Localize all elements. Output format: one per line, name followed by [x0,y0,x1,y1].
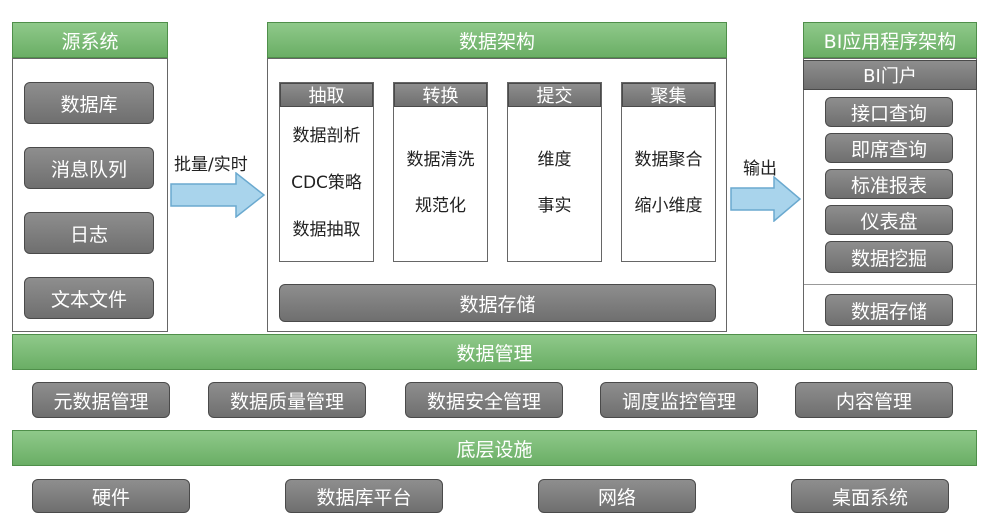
batch-realtime-label: 批量/实时 [174,155,248,175]
management-item-label: 调度监控管理 [621,390,736,413]
data-management-header: 数据管理 [12,334,977,370]
right-arrow-icon [730,176,802,222]
right-arrow-icon [170,172,266,218]
column-item: 维度 [537,150,572,170]
bi-item-label: 标准报表 [850,174,927,197]
data-architecture-title: 数据架构 [458,30,535,53]
source-item-text-file[interactable]: 文本文件 [24,277,154,319]
column-head-label: 转换 [422,86,459,107]
column-item: 规范化 [415,196,466,216]
column-item: 数据抽取 [292,220,361,240]
extract-column: 抽取 数据剖析 CDC策略 数据抽取 [279,82,374,262]
architecture-data-storage[interactable]: 数据存储 [279,284,716,322]
transform-column-head: 转换 [394,83,487,107]
data-security-management-button[interactable]: 数据安全管理 [405,382,563,418]
metadata-management-button[interactable]: 元数据管理 [32,382,170,418]
bi-item-label: 数据挖掘 [850,247,927,270]
hardware-button[interactable]: 硬件 [32,479,190,513]
bi-portal-label: BI门户 [863,66,917,87]
bi-architecture-header: BI应用程序架构 [803,22,977,58]
bi-item-data-mining[interactable]: 数据挖掘 [825,241,953,273]
deliver-column-head: 提交 [508,83,601,107]
management-item-label: 元数据管理 [53,390,149,413]
management-item-label: 内容管理 [835,390,912,413]
transform-column: 转换 数据清洗 规范化 [393,82,488,262]
data-storage-label: 数据存储 [459,293,536,316]
source-item-label: 消息队列 [50,158,127,181]
aggregate-column: 聚集 数据聚合 缩小维度 [621,82,716,262]
source-item-message-queue[interactable]: 消息队列 [24,147,154,189]
infrastructure-item-label: 硬件 [91,486,130,509]
column-head-label: 聚集 [650,86,687,107]
bi-item-label: 即席查询 [850,138,927,161]
data-quality-management-button[interactable]: 数据质量管理 [208,382,366,418]
source-item-label: 文本文件 [50,288,127,311]
bi-item-adhoc-query[interactable]: 即席查询 [825,133,953,163]
bi-item-standard-report[interactable]: 标准报表 [825,169,953,199]
bi-architecture-title: BI应用程序架构 [823,30,957,53]
column-item: CDC策略 [291,173,362,193]
column-item: 事实 [537,196,572,216]
column-item: 数据聚合 [634,150,703,170]
network-button[interactable]: 网络 [538,479,696,513]
desktop-system-button[interactable]: 桌面系统 [791,479,949,513]
source-system-title: 源系统 [61,30,119,53]
column-item: 缩小维度 [634,196,703,216]
source-system-header: 源系统 [12,22,168,58]
extract-column-head: 抽取 [280,83,373,107]
deliver-column: 提交 维度 事实 [507,82,602,262]
source-item-database[interactable]: 数据库 [24,82,154,124]
source-item-log[interactable]: 日志 [24,212,154,254]
management-item-label: 数据安全管理 [426,390,541,413]
bi-divider [804,284,976,285]
source-item-label: 日志 [69,223,108,246]
bi-item-interface-query[interactable]: 接口查询 [825,97,953,127]
infrastructure-item-label: 数据库平台 [316,486,412,509]
column-item: 数据清洗 [406,150,475,170]
bi-item-label: 仪表盘 [860,210,918,233]
management-item-label: 数据质量管理 [229,390,344,413]
infrastructure-item-label: 桌面系统 [831,486,908,509]
output-label: 输出 [743,159,777,179]
bi-item-dashboard[interactable]: 仪表盘 [825,205,953,235]
infrastructure-item-label: 网络 [597,486,636,509]
column-item: 数据剖析 [292,126,361,146]
infrastructure-title: 底层设施 [456,438,533,461]
bi-data-storage[interactable]: 数据存储 [825,294,953,326]
aggregate-column-head: 聚集 [622,83,715,107]
bi-data-storage-label: 数据存储 [850,300,927,323]
bi-item-label: 接口查询 [850,102,927,125]
column-head-label: 提交 [536,86,573,107]
column-head-label: 抽取 [308,86,345,107]
source-item-label: 数据库 [60,93,118,116]
content-management-button[interactable]: 内容管理 [795,382,953,418]
infrastructure-header: 底层设施 [12,430,977,466]
scheduling-monitoring-button[interactable]: 调度监控管理 [600,382,758,418]
data-management-title: 数据管理 [456,342,533,365]
data-architecture-header: 数据架构 [267,22,727,58]
database-platform-button[interactable]: 数据库平台 [285,479,443,513]
bi-portal-header: BI门户 [803,60,977,90]
